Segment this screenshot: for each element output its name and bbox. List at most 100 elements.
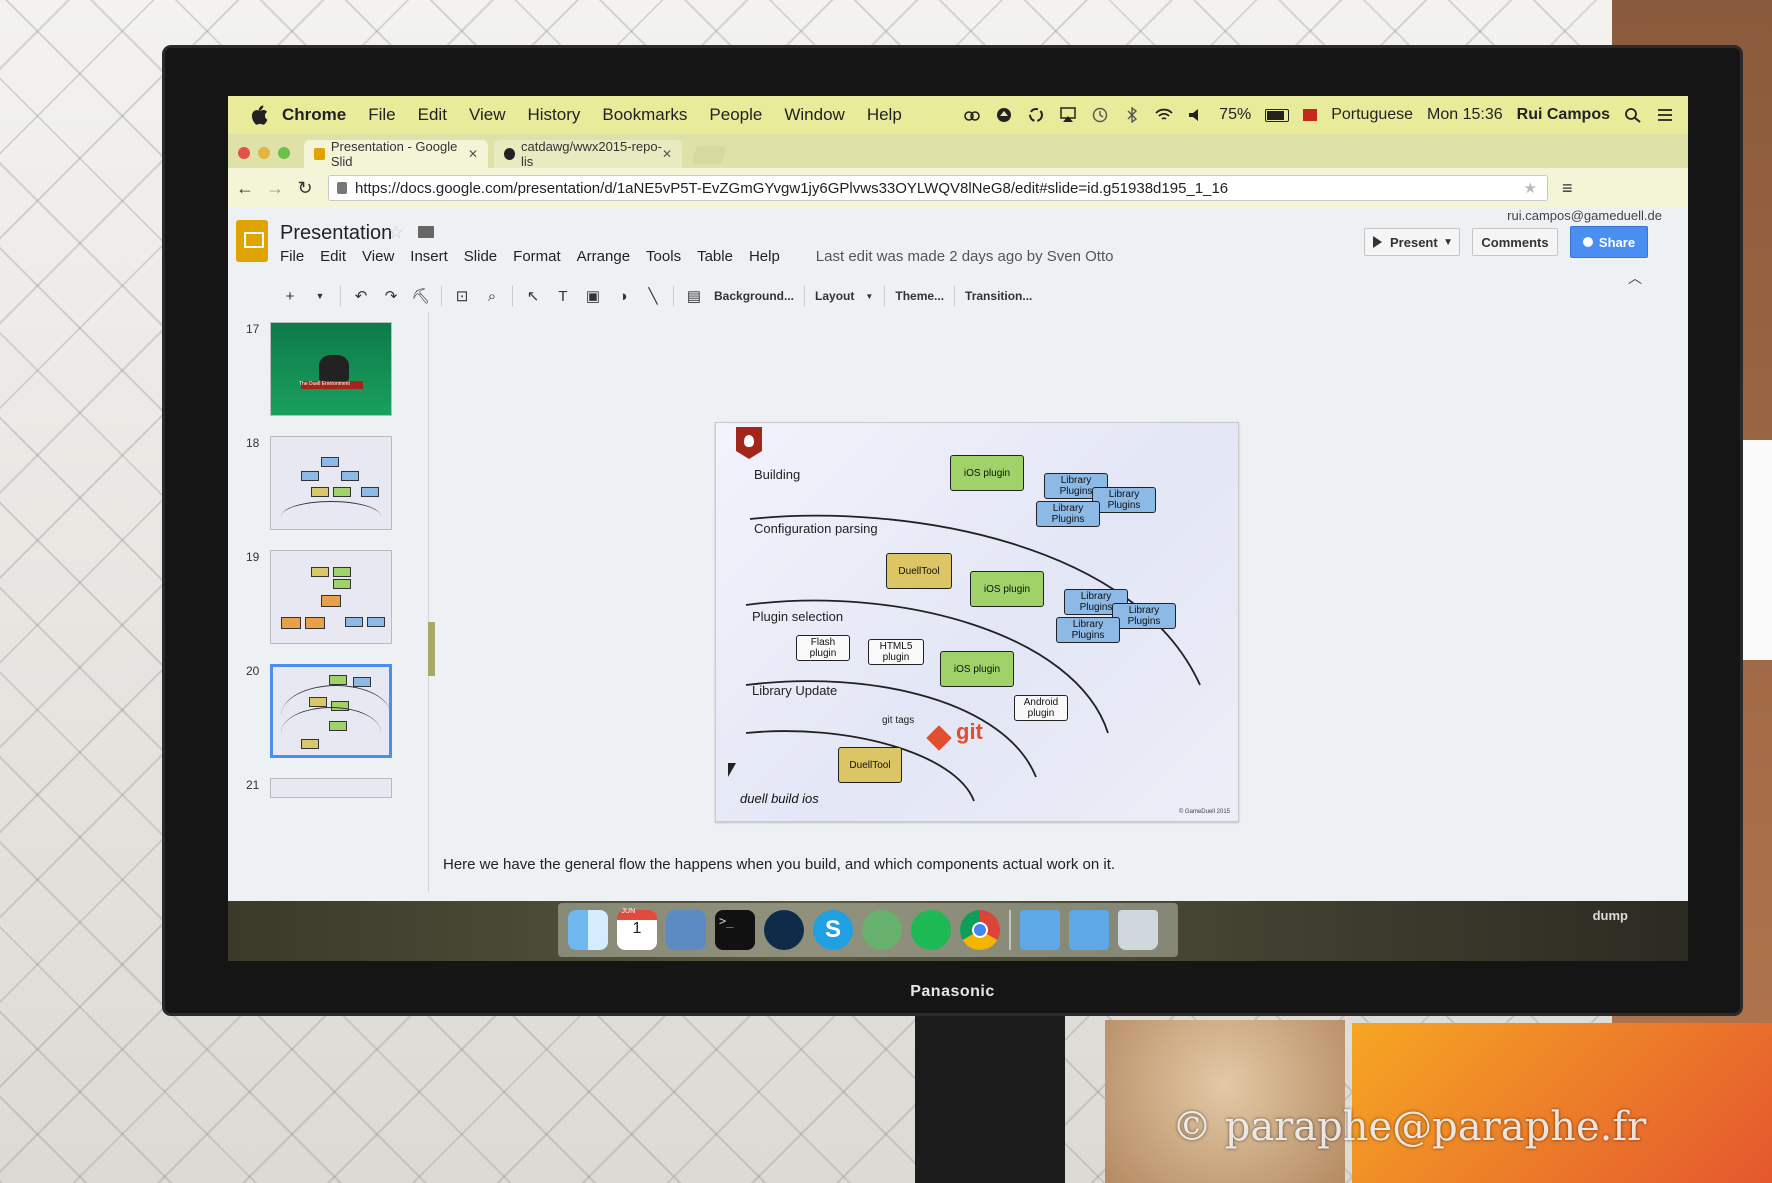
wifi-icon[interactable] [1155,107,1173,123]
menu-history[interactable]: History [527,105,581,124]
skype-icon[interactable]: S [813,910,853,950]
slides-logo-icon[interactable] [236,220,268,262]
transition-button[interactable]: Transition... [965,289,1033,303]
document-title[interactable]: Presentation [280,222,393,244]
notification-center-icon[interactable] [1656,107,1674,123]
minimize-window-button[interactable] [258,147,270,159]
select-cursor-icon[interactable]: ↖ [526,288,540,305]
menu-edit[interactable]: Edit [417,105,447,124]
menu-bookmarks[interactable]: Bookmarks [602,105,688,124]
docs-menu-tools[interactable]: Tools [646,248,682,265]
image-icon[interactable]: ▣ [585,288,601,305]
menu-window[interactable]: Window [784,105,845,124]
comments-button[interactable]: Comments [1472,228,1558,256]
zoom-icon[interactable]: ⌕ [487,287,497,305]
command-text: duell build ios [740,791,819,806]
time-machine-icon[interactable] [1091,107,1109,123]
slide-thumbnail-17[interactable]: The Duell Environment [270,322,392,416]
zoom-fit-icon[interactable]: ⊡ [455,288,469,305]
new-tab-button[interactable] [691,146,727,164]
sync-icon[interactable] [1027,107,1045,123]
chevron-down-icon[interactable]: ▼ [865,291,874,301]
applications-folder-icon[interactable] [1020,910,1060,950]
menu-help[interactable]: Help [866,105,902,124]
present-button[interactable]: Present ▼ [1364,228,1460,256]
input-language[interactable]: Portuguese [1331,106,1414,123]
text-box-icon[interactable]: T [558,287,568,305]
spotify-icon[interactable] [911,910,951,950]
bluetooth-icon[interactable] [1123,107,1141,123]
docs-menu-slide[interactable]: Slide [463,248,498,265]
bookmark-star-icon[interactable]: ★ [1523,180,1537,197]
docs-menu-file[interactable]: File [280,248,305,265]
back-arrow-icon[interactable]: ← [236,177,254,198]
collapse-chevron-icon[interactable]: ︿ [1628,270,1642,286]
chevron-down-icon[interactable]: ▼ [1443,236,1453,248]
docs-menu-help[interactable]: Help [748,248,780,265]
docs-menu-arrange[interactable]: Arrange [576,248,631,265]
chrome-menu-icon[interactable]: ≡ [1562,177,1573,198]
chevron-down-icon[interactable]: ▼ [315,291,325,301]
new-slide-icon[interactable]: + [285,287,295,305]
docs-menu-format[interactable]: Format [513,248,561,265]
downloads-folder-icon[interactable] [1069,910,1109,950]
calendar-icon[interactable]: JUN 1 [617,908,657,950]
slide-thumbnail-19[interactable] [270,550,392,644]
url-field[interactable]: https://docs.google.com/presentation/d/1… [328,175,1548,201]
menu-people[interactable]: People [709,105,763,124]
docs-menu-view[interactable]: View [362,248,395,265]
clock[interactable]: Mon 15:36 [1427,106,1503,123]
undo-icon[interactable]: ↶ [354,288,368,305]
menu-view[interactable]: View [468,105,506,124]
menu-file[interactable]: File [368,105,396,124]
docs-menu-table[interactable]: Table [697,248,733,265]
redo-icon[interactable]: ↷ [384,288,398,305]
apple-icon[interactable] [250,105,268,125]
tab-presentation[interactable]: Presentation - Google Slid ✕ [304,139,488,169]
volume-icon[interactable] [1187,107,1205,123]
close-window-button[interactable] [238,147,250,159]
slide-thumbnail-20[interactable] [270,664,392,758]
filmstrip-scrollbar[interactable] [428,622,435,676]
thumbnail-shape [311,487,329,497]
last-edit-link[interactable]: Last edit was made 2 days ago by Sven Ot… [815,248,1114,265]
desktop-folder-label[interactable]: dump [1592,908,1628,923]
share-button[interactable]: Share [1570,226,1648,258]
chrome-icon[interactable] [960,910,1000,950]
reload-icon[interactable]: ↻ [297,177,313,198]
terminal-icon[interactable]: >_ [715,910,755,950]
tab-github[interactable]: catdawg/wwx2015-repo-lis ✕ [494,139,682,169]
slide-thumbnail-18[interactable] [270,436,392,530]
finder-icon[interactable] [568,910,608,950]
docs-menu-edit[interactable]: Edit [320,248,347,265]
background-button[interactable]: Background... [714,289,795,303]
upload-icon[interactable] [995,107,1013,123]
star-icon[interactable]: ☆ [388,222,405,242]
atom-icon[interactable] [862,910,902,950]
paint-format-icon[interactable]: ⛏ [411,288,431,305]
layout-button[interactable]: Layout [815,289,855,303]
user-email[interactable]: rui.campos@gameduell.de [1507,208,1662,223]
airplay-icon[interactable] [1059,107,1077,123]
menu-chrome[interactable]: Chrome [282,105,347,124]
folder-icon[interactable] [418,226,434,238]
battery-icon[interactable] [1265,108,1290,122]
user-name[interactable]: Rui Campos [1516,106,1610,123]
sourcetree-icon[interactable] [764,910,804,950]
spotlight-icon[interactable] [1624,107,1642,123]
line-icon[interactable]: ╲ [648,288,658,305]
preview-icon[interactable] [666,910,706,950]
comment-icon[interactable]: ▤ [686,288,702,305]
speaker-notes[interactable]: Here we have the general flow the happen… [443,856,1116,873]
docs-menu-insert[interactable]: Insert [410,248,448,265]
slide-canvas[interactable]: Building Configuration parsing Plugin se… [715,422,1239,822]
theme-button[interactable]: Theme... [895,289,945,303]
trash-icon[interactable] [1118,910,1158,950]
forward-arrow-icon[interactable]: → [266,177,284,198]
close-tab-icon[interactable]: ✕ [661,147,672,161]
creative-cloud-icon[interactable] [963,107,981,123]
zoom-window-button[interactable] [278,147,290,159]
shape-icon[interactable]: ◑ [618,287,628,305]
slide-thumbnail-21[interactable] [270,778,392,798]
close-tab-icon[interactable]: ✕ [467,147,478,161]
